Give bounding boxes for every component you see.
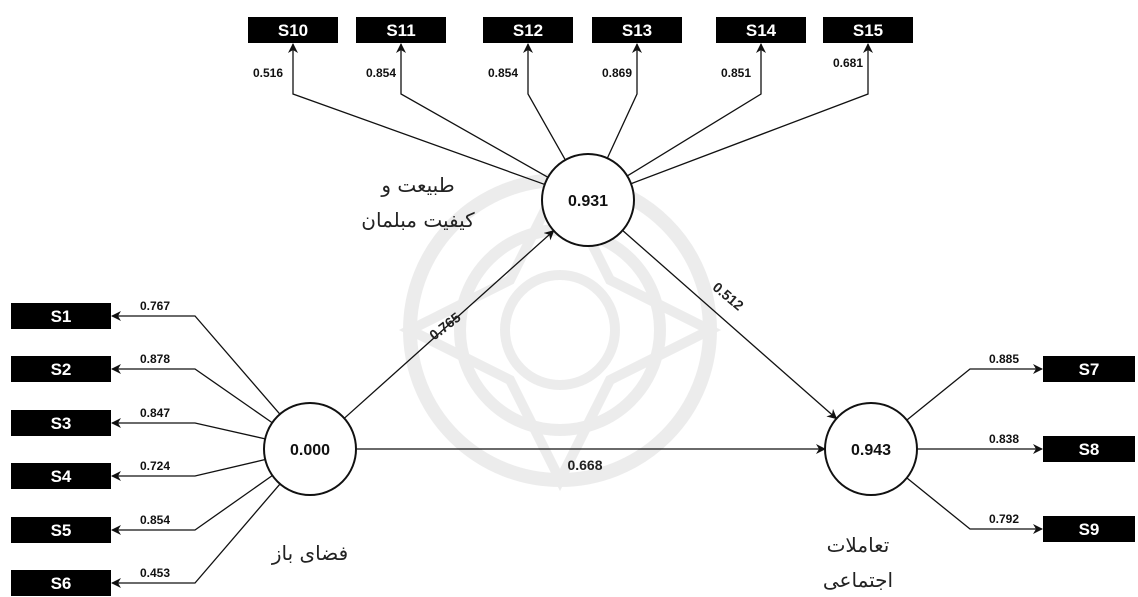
latent-variable: 0.000 فضای باز	[263, 402, 357, 565]
measurement-paths: 0.767 0.878 0.847 0.724 0.854 0.453 0.516 0.854…	[111, 43, 1043, 588]
indicator-label: S8	[1079, 440, 1100, 459]
indicator-label: S15	[853, 21, 883, 40]
path-arrow	[622, 229, 838, 420]
loading-value: 0.847	[140, 406, 170, 420]
indicator-label: S11	[386, 21, 415, 40]
path-arrow	[343, 230, 555, 419]
loading-arrow	[111, 418, 266, 440]
indicator-label: S1	[51, 307, 72, 326]
indicator-box: S5	[11, 517, 111, 543]
indicator-label: S9	[1079, 520, 1100, 539]
indicator-box: S7	[1043, 356, 1135, 382]
loading-value: 0.851	[721, 66, 751, 80]
indicator-box: S9	[1043, 516, 1135, 542]
loading-arrow	[396, 43, 549, 178]
loading-arrow	[626, 43, 766, 177]
indicator-label: S5	[51, 521, 72, 540]
indicator-box: S4	[11, 463, 111, 489]
r-squared-value: 0.943	[851, 442, 891, 459]
loading-value: 0.854	[488, 66, 518, 80]
loading-arrow	[288, 43, 545, 186]
latent-name: تعاملات	[827, 533, 890, 557]
loading-value: 0.516	[253, 66, 283, 80]
indicator-label: S12	[513, 21, 543, 40]
indicator-label: S6	[51, 574, 72, 593]
indicator-label: S14	[746, 21, 777, 40]
indicator-box: S2	[11, 356, 111, 382]
loading-value: 0.767	[140, 299, 170, 313]
indicator-box: S8	[1043, 436, 1135, 462]
indicator-label: S10	[278, 21, 308, 40]
path-coefficient: 0.668	[567, 457, 602, 473]
latent-name: فضای باز	[271, 541, 348, 565]
loading-arrow	[111, 364, 273, 424]
loading-arrow	[606, 43, 642, 159]
loading-arrow	[111, 483, 281, 588]
loading-arrow	[111, 311, 281, 415]
loading-value: 0.681	[833, 56, 863, 70]
indicator-box: S11	[356, 17, 446, 43]
loading-arrow	[906, 477, 1043, 534]
latent-variable: 0.931 طبیعت و کیفیت مبلمان	[361, 153, 635, 247]
loading-value: 0.878	[140, 352, 170, 366]
indicator-label: S2	[51, 360, 72, 379]
indicator-box: S14	[716, 17, 806, 43]
indicator-box: S3	[11, 410, 111, 436]
loading-value: 0.869	[602, 66, 632, 80]
loading-arrow	[111, 458, 266, 481]
loading-value: 0.854	[366, 66, 396, 80]
latent-name: کیفیت مبلمان	[361, 208, 475, 232]
loading-value: 0.724	[140, 459, 170, 473]
loading-value: 0.854	[140, 513, 170, 527]
indicator-box: S15	[823, 17, 913, 43]
indicator-label: S3	[51, 414, 72, 433]
indicator-box: S12	[483, 17, 573, 43]
loading-arrow	[111, 474, 273, 535]
indicator-label: S4	[51, 467, 72, 486]
indicator-box: S13	[592, 17, 682, 43]
latent-name: طبیعت و	[380, 173, 454, 197]
r-squared-value: 0.931	[568, 193, 608, 210]
indicator-box: S6	[11, 570, 111, 596]
indicator-label: S7	[1079, 360, 1100, 379]
r-squared-value: 0.000	[290, 442, 330, 459]
indicator-box: S1	[11, 303, 111, 329]
loading-arrow	[906, 364, 1043, 421]
loading-arrow	[630, 43, 873, 185]
latent-name: اجتماعی	[823, 568, 893, 592]
latent-variable: 0.943 تعاملات اجتماعی	[823, 402, 918, 592]
loading-arrow	[523, 43, 566, 161]
loading-value: 0.453	[140, 566, 170, 580]
loading-value: 0.792	[989, 512, 1019, 526]
indicator-label: S13	[622, 21, 652, 40]
loading-value: 0.885	[989, 352, 1019, 366]
indicator-box: S10	[248, 17, 338, 43]
loading-value: 0.838	[989, 432, 1019, 446]
